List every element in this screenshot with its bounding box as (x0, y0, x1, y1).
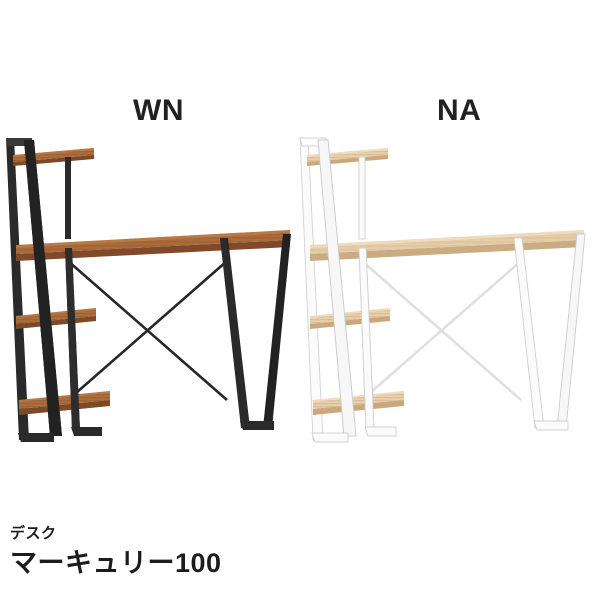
variant-label-wn: WN (133, 94, 184, 127)
product-illustration-wn (6, 138, 291, 442)
bottom-shelf-wn (19, 391, 110, 415)
ladder-rear-post-overlay (317, 139, 357, 437)
ladder-rear-post (299, 137, 324, 441)
product-caption: デスク マーキュリー100 (10, 525, 570, 579)
shelf-post-foot (364, 426, 397, 437)
ladder-foot-rail-overlay (18, 433, 54, 442)
ladder-rear-post-overlay (24, 140, 62, 436)
right-leg-wn (220, 234, 291, 430)
product-title: マーキュリー100 (10, 547, 222, 578)
desk-structure-wn (6, 138, 291, 442)
bottom-shelf-na (313, 391, 404, 415)
x-brace-na (361, 260, 522, 401)
right-leg-na (513, 233, 586, 431)
desk-structure-na (299, 137, 586, 443)
ladder-foot-rail-overlay (311, 432, 349, 443)
desktop-na (310, 230, 584, 261)
desktop-shelf-post-overlay (65, 248, 80, 430)
product-illustration-na (299, 137, 586, 443)
top-shelf-support-post (65, 157, 71, 239)
desktop-wn (16, 230, 290, 261)
x-brace-wn (67, 260, 228, 401)
shelf-post-foot (71, 427, 102, 436)
top-shelf-support-post (358, 156, 366, 240)
variant-label-na: NA (437, 94, 482, 127)
middle-shelf-na (310, 308, 390, 329)
middle-shelf-wn (16, 308, 96, 329)
ladder-rear-post (6, 138, 29, 440)
product-category: デスク (10, 525, 57, 542)
